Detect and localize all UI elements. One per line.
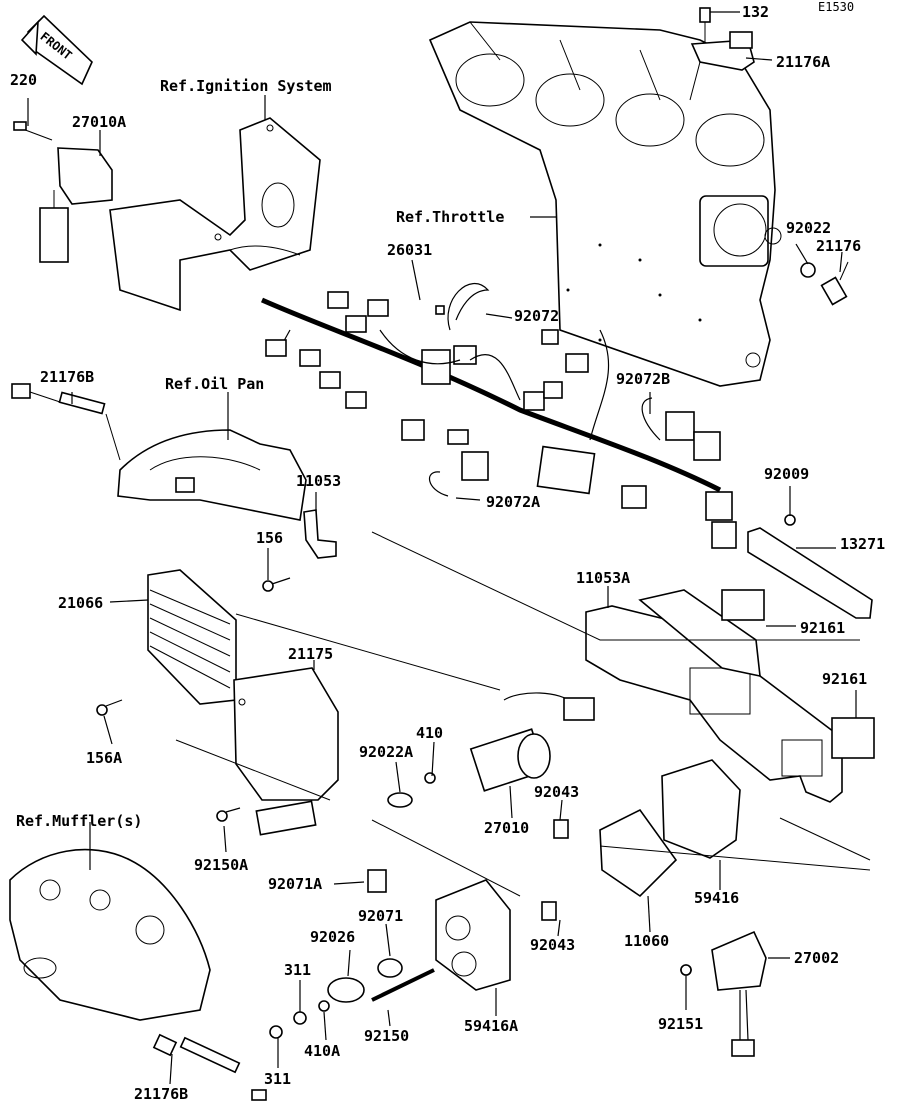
bolt-92009-illustration	[784, 514, 796, 526]
part-311-b: 311	[264, 1070, 292, 1088]
ref-ignition-system: Ref.Ignition System	[160, 77, 332, 95]
washer-410a-illustration	[318, 1000, 330, 1012]
part-92150: 92150	[364, 1027, 410, 1045]
part-21066: 21066	[58, 594, 104, 612]
sensor-21176b-bottom-illustration	[152, 1033, 267, 1101]
part-92072: 92072	[514, 307, 560, 325]
part-11060: 11060	[624, 932, 670, 950]
starter-relay-27010-illustration	[387, 692, 595, 808]
part-92043-a: 92043	[534, 783, 580, 801]
regulator-21066-illustration	[147, 569, 237, 705]
nut-311-a-illustration	[293, 1011, 307, 1025]
pin-92043-b-illustration	[541, 901, 557, 921]
part-21176: 21176	[816, 237, 862, 255]
ref-throttle: Ref.Throttle	[396, 208, 505, 226]
part-156: 156	[256, 529, 284, 547]
pin-92043-a-illustration	[553, 819, 569, 839]
part-92072b: 92072B	[616, 370, 671, 388]
part-21176b-bottom: 21176B	[134, 1085, 189, 1103]
sensor-21176-illustration	[800, 261, 849, 306]
collar-92026-illustration	[327, 977, 365, 1003]
part-92071: 92071	[358, 907, 404, 925]
part-92022: 92022	[786, 219, 832, 237]
bolt-92150-illustration	[371, 968, 435, 1002]
part-59416a: 59416A	[464, 1017, 519, 1035]
part-27010a: 27010A	[72, 113, 127, 131]
plate-13271-illustration	[747, 527, 873, 619]
part-92161-a: 92161	[800, 619, 846, 637]
bolt-156-illustration	[262, 577, 291, 592]
part-92150a: 92150A	[194, 856, 249, 874]
part-92071a: 92071A	[268, 875, 323, 893]
bolt-92150a-illustration	[216, 807, 241, 822]
part-156a: 156A	[86, 749, 123, 767]
group-lines	[175, 531, 871, 897]
wiring-harness-illustration	[260, 291, 737, 549]
case-59416a-illustration	[435, 879, 511, 991]
gasket-11060-illustration	[599, 808, 678, 898]
part-27010: 27010	[484, 819, 530, 837]
part-311-a: 311	[284, 961, 312, 979]
part-92161-b: 92161	[822, 670, 868, 688]
part-92026: 92026	[310, 928, 356, 946]
throttle-body-illustration	[428, 21, 782, 387]
part-132: 132	[742, 3, 770, 21]
ref-mufflers: Ref.Muffler(s)	[16, 812, 143, 830]
part-21175: 21175	[288, 645, 334, 663]
part-59416: 59416	[694, 889, 740, 907]
part-92151: 92151	[658, 1015, 704, 1033]
grommet-92071-illustration	[377, 958, 403, 978]
bracket-11053-illustration	[303, 509, 337, 559]
part-21176a: 21176A	[776, 53, 831, 71]
bolt-156a-illustration	[96, 699, 123, 716]
relay-27010a-illustration	[13, 121, 113, 263]
pad-92161-b-illustration	[831, 717, 875, 759]
part-27002: 27002	[794, 949, 840, 967]
diagram-code: E1530	[818, 0, 855, 14]
part-92009: 92009	[764, 465, 810, 483]
damper-59416-illustration	[661, 759, 741, 859]
ecu-21175-illustration	[233, 667, 339, 836]
pad-92161-a-illustration	[721, 589, 765, 621]
relay-27002-illustration	[680, 930, 767, 1057]
part-21176b-top: 21176B	[40, 368, 95, 386]
oil-pan-illustration	[117, 429, 307, 521]
bracket-11053a-illustration	[585, 589, 843, 803]
grommet-92071a-illustration	[367, 869, 387, 893]
part-13271: 13271	[840, 535, 886, 553]
part-92043-b: 92043	[530, 936, 576, 954]
part-92072a: 92072A	[486, 493, 541, 511]
leader-lines	[27, 11, 857, 1085]
part-11053: 11053	[296, 472, 342, 490]
clip-92072a-illustration	[429, 471, 449, 497]
part-92022a: 92022A	[359, 743, 414, 761]
part-410a: 410A	[304, 1042, 341, 1060]
bolt-92151-illustration	[680, 964, 692, 976]
part-11053a: 11053A	[576, 569, 631, 587]
sensor-21176b-top-illustration	[11, 383, 121, 461]
ignition-bracket-illustration	[109, 117, 321, 312]
part-220: 220	[10, 71, 38, 89]
front-arrow-icon	[20, 14, 93, 86]
ref-oil-pan: Ref.Oil Pan	[165, 375, 265, 393]
clip-92072b-illustration	[641, 397, 661, 441]
part-410-top: 410	[416, 724, 444, 742]
part-26031: 26031	[387, 241, 433, 259]
muffler-illustration	[9, 848, 211, 1021]
nut-311-b-illustration	[269, 1025, 283, 1039]
tie-92072-illustration	[435, 283, 490, 331]
sensor-21176a-illustration	[689, 7, 755, 101]
